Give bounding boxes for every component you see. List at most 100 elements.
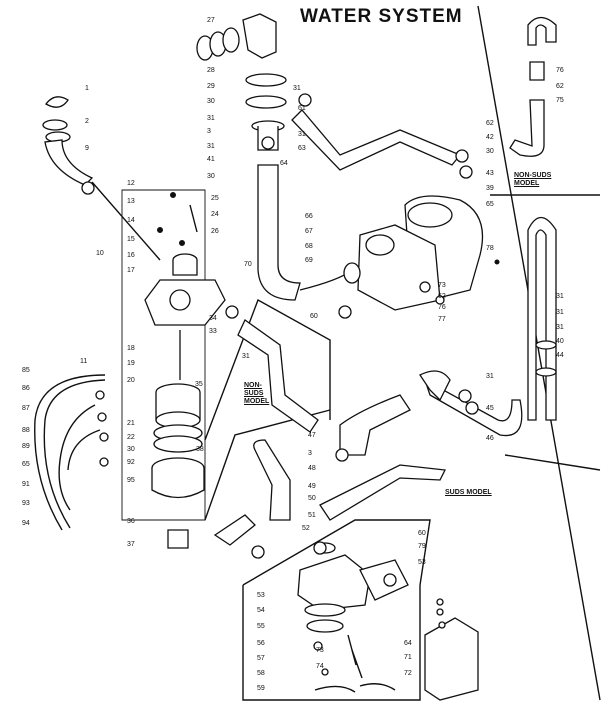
left-hoses	[34, 374, 109, 531]
part-callout-71: 31	[556, 293, 564, 300]
hose-clamps	[81, 93, 479, 559]
part-callout-21: 65	[22, 461, 30, 468]
part-callout-27: 95	[127, 477, 135, 484]
part-callout-12: 20	[127, 377, 135, 384]
part-callout-88: 54	[257, 607, 265, 614]
part-callout-8: 16	[127, 252, 135, 259]
part-callout-20: 89	[22, 443, 30, 450]
part-callout-2: 9	[85, 145, 89, 152]
part-callout-16: 85	[22, 367, 30, 374]
part-callout-83: 49	[308, 483, 316, 490]
part-callout-0: 1	[85, 85, 89, 92]
part-callout-26: 92	[127, 459, 135, 466]
part-callout-78: 46	[486, 435, 494, 442]
part-callout-96: 53	[418, 559, 426, 566]
part-callout-10: 18	[127, 345, 135, 352]
part-callout-6: 10	[96, 250, 104, 257]
part-callout-34: 24	[211, 211, 219, 218]
part-callout-85: 51	[308, 512, 316, 519]
part-callout-56: 65	[486, 201, 494, 208]
middle-hoses	[237, 319, 451, 456]
part-callout-99: 72	[404, 670, 412, 677]
part-callout-90: 56	[257, 640, 265, 647]
bottom-valve-assembly	[297, 542, 409, 693]
part-number-callouts: 1291213141015161718192021221185868788896…	[22, 17, 564, 692]
part-callout-94: 60	[418, 530, 426, 537]
mounting-bracket	[424, 598, 479, 701]
part-callout-52: 42	[486, 134, 494, 141]
part-callout-54: 43	[486, 170, 494, 177]
part-callout-59: 68	[305, 243, 313, 250]
section-dividers	[121, 5, 601, 701]
part-callout-15: 11	[80, 358, 87, 365]
part-callout-9: 17	[127, 267, 135, 274]
part-callout-33: 35	[195, 381, 203, 388]
part-callout-65: 76	[438, 304, 446, 311]
part-callout-48: 31	[298, 131, 306, 138]
part-callout-73: 31	[556, 324, 564, 331]
part-callout-98: 71	[404, 654, 412, 661]
part-callout-25: 30	[127, 446, 135, 453]
suds-model-label: SUDS MODEL	[445, 489, 492, 496]
part-callout-55: 39	[486, 185, 494, 192]
part-callout-100: 73	[316, 647, 324, 654]
part-callout-86: 52	[302, 525, 310, 532]
part-callout-91: 57	[257, 655, 265, 662]
part-callout-75: 44	[556, 352, 564, 359]
part-callout-40: 30	[207, 98, 215, 105]
part-callout-36: 26	[211, 228, 219, 235]
part-callout-14: 22	[127, 434, 135, 441]
part-callout-68: 76	[556, 67, 564, 74]
part-callout-31: 34	[209, 315, 217, 322]
part-callout-50: 64	[280, 160, 288, 167]
part-callout-29: 37	[127, 541, 135, 548]
part-callout-101: 74	[316, 663, 324, 670]
part-callout-95: 79	[418, 543, 426, 550]
part-callout-89: 55	[257, 623, 265, 630]
part-callout-17: 86	[22, 385, 30, 392]
part-callout-51: 62	[486, 120, 494, 127]
part-callout-38: 28	[207, 67, 215, 74]
part-callout-43: 31	[207, 143, 215, 150]
part-callout-44: 41	[207, 156, 215, 163]
page-title: WATER SYSTEM	[300, 6, 463, 27]
part-callout-63: 73	[438, 282, 446, 289]
part-callout-69: 62	[556, 83, 564, 90]
pump-housing	[343, 195, 500, 311]
part-callout-64: 62	[438, 293, 446, 300]
part-callout-41: 31	[207, 115, 215, 122]
part-callout-45: 30	[207, 173, 215, 180]
part-callout-7: 15	[127, 236, 135, 243]
part-callout-74: 40	[556, 338, 564, 345]
part-callout-80: 47	[308, 432, 316, 439]
part-callout-97: 64	[404, 640, 412, 647]
part-callout-24: 94	[22, 520, 30, 527]
part-callout-49: 63	[298, 145, 306, 152]
part-callout-66: 77	[438, 316, 446, 323]
part-callout-92: 58	[257, 670, 265, 677]
part-callout-32: 33	[209, 328, 217, 335]
part-callout-4: 13	[127, 198, 135, 205]
part-callout-47: 61	[298, 105, 306, 112]
part-callout-5: 14	[127, 217, 135, 224]
part-callout-13: 21	[127, 420, 135, 427]
part-callout-35: 25	[211, 195, 219, 202]
part-callout-79: 31	[242, 353, 250, 360]
pump-valve-assembly	[144, 192, 226, 549]
part-callout-61: 70	[244, 261, 252, 268]
long-hose	[213, 439, 446, 546]
part-callout-23: 93	[22, 500, 30, 507]
part-callout-93: 59	[257, 685, 265, 692]
part-callout-70: 75	[556, 97, 564, 104]
part-callout-1: 2	[85, 118, 89, 125]
part-callout-37: 27	[207, 17, 215, 24]
part-callout-30: 38	[196, 446, 204, 453]
part-callout-76: 31	[486, 373, 494, 380]
part-callout-72: 31	[556, 309, 564, 316]
part-callout-42: 3	[207, 128, 211, 135]
part-callout-87: 53	[257, 592, 265, 599]
part-callout-22: 91	[22, 481, 30, 488]
